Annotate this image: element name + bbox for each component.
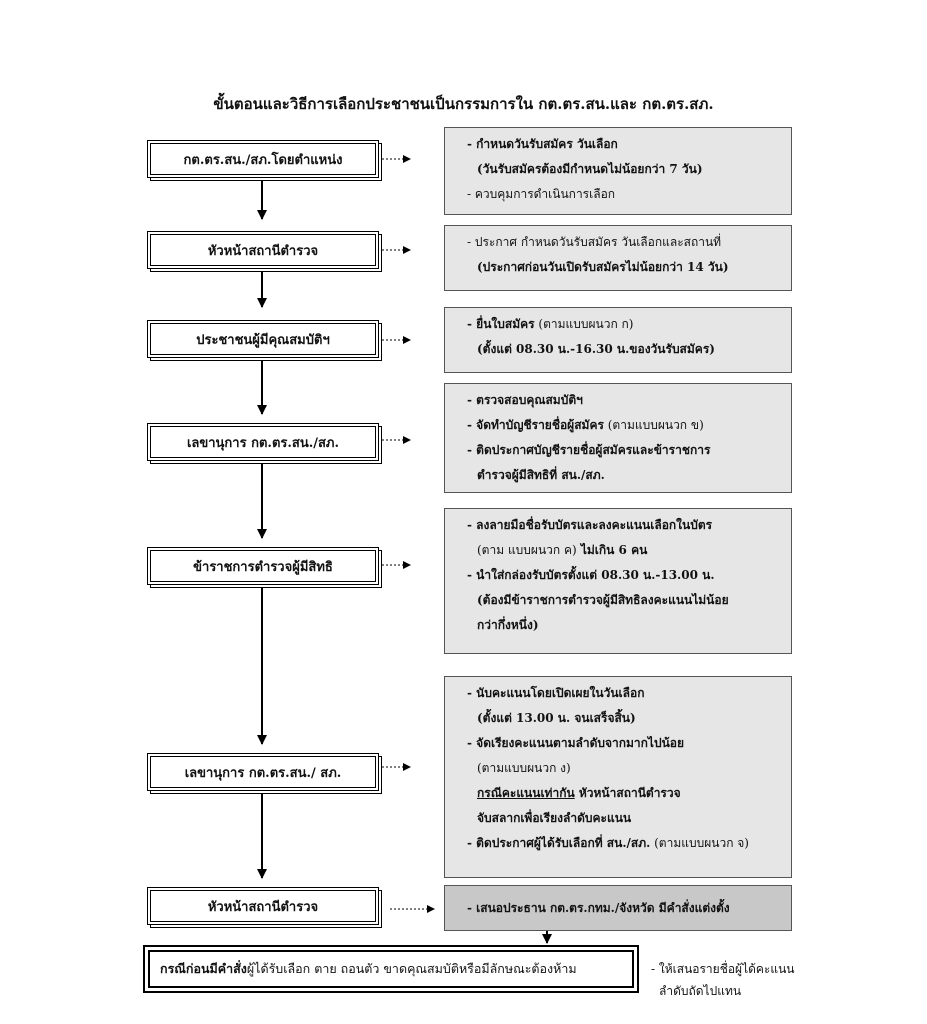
step-box-3: ประชาชนผู้มีคุณสมบัติฯ (147, 320, 379, 358)
note-line: - กำหนดวันรับสมัคร วันเลือก (467, 137, 618, 151)
step-label: หัวหน้าสถานีตำรวจ (207, 899, 319, 915)
step-box-7: หัวหน้าสถานีตำรวจ (147, 887, 379, 925)
step-label: หัวหน้าสถานีตำรวจ (207, 243, 319, 259)
note-line: - ยื่นใบสมัคร (467, 317, 535, 331)
note-line: - ลงลายมือชื่อรับบัตรและลงคะแนนเลือกในบั… (467, 518, 713, 532)
note-line: (ตามแบบผนวก ก) (534, 317, 634, 331)
note-box-5: - ลงลายมือชื่อรับบัตรและลงคะแนนเลือกในบั… (444, 508, 792, 654)
note-line: ไม่เกิน 6 คน (576, 543, 648, 557)
note-line: กรณีคะแนนเท่ากัน (477, 786, 575, 800)
note-line: (ตามแบบผนวก ข) (603, 418, 704, 432)
step-box-1: กต.ตร.สน./สภ.โดยตำแหน่ง (147, 140, 379, 178)
step-label: ประชาชนผู้มีคุณสมบัติฯ (196, 332, 330, 348)
note-line: (ตามแบบผนวก จ) (650, 836, 749, 850)
step-box-4: เลขานุการ กต.ตร.สน./สภ. (147, 423, 379, 461)
note-line: หัวหน้าสถานีตำรวจ (574, 786, 681, 800)
note-line: - ตรวจสอบคุณสมบัติฯ (467, 393, 583, 407)
step-label: เลขานุการ กต.ตร.สน./ สภ. (184, 765, 342, 781)
note-line: จับสลากเพื่อเรียงลำดับคะแนน (477, 811, 632, 825)
note-line: - ควบคุมการดำเนินการเลือก (467, 187, 616, 201)
side-note-line: - ให้เสนอรายชื่อผู้ได้คะแนน (651, 962, 795, 976)
note-line: (ต้องมีข้าราชการตำรวจผู้มีสิทธิลงคะแนนไม… (477, 593, 729, 607)
note-line: - จัดเรียงคะแนนตามลำดับจากมากไปน้อย (467, 736, 685, 750)
note-line: - นำใส่กล่องรับบัตรตั้งแต่ 08.30 น.-13.0… (467, 568, 715, 582)
note-line: กว่ากึ่งหนึ่ง) (477, 618, 539, 632)
note-line: (ตาม แบบผนวก ค) (477, 543, 577, 557)
note-box-2: - ประกาศ กำหนดวันรับสมัคร วันเลือกและสถา… (444, 225, 792, 291)
note-line: - ประกาศ กำหนดวันรับสมัคร วันเลือกและสถา… (467, 235, 722, 249)
note-line: (ตามแบบผนวก ง) (477, 761, 571, 775)
note-line: ตำรวจผู้มีสิทธิที่ สน./สภ. (477, 468, 605, 482)
note-line: (ตั้งแต่ 08.30 น.-16.30 น.ของวันรับสมัคร… (477, 342, 715, 356)
note-line: - ติดประกาศผู้ได้รับเลือกที่ สน./สภ. (467, 836, 651, 850)
page-title: ขั้นตอนและวิธีการเลือกประชาชนเป็นกรรมการ… (213, 95, 714, 113)
side-note-line: ลำดับถัดไปแทน (659, 984, 742, 998)
step-box-5: ข้าราชการตำรวจผู้มีสิทธิ (147, 547, 379, 585)
note-line: - จัดทำบัญชีรายชื่อผู้สมัคร (467, 418, 604, 432)
vertical-arrows (257, 176, 552, 944)
note-box-1: - กำหนดวันรับสมัคร วันเลือก (วันรับสมัคร… (444, 127, 792, 215)
side-note: - ให้เสนอรายชื่อผู้ได้คะแนน ลำดับถัดไปแท… (651, 958, 795, 1002)
final-bold-text: กรณีก่อนมีคำสั่ง (160, 961, 247, 976)
dotted-arrows (382, 155, 435, 913)
note-box-6: - นับคะแนนโดยเปิดเผยในวันเลือก (ตั้งแต่ … (444, 676, 792, 878)
final-text: ผู้ได้รับเลือก ตาย ถอนตัว ขาดคุณสมบัติหร… (246, 961, 577, 976)
final-box: กรณีก่อนมีคำสั่ง ผู้ได้รับเลือก ตาย ถอนต… (143, 945, 639, 993)
note-line: (ตั้งแต่ 13.00 น. จนเสร็จสิ้น) (477, 711, 636, 725)
note-line: - นับคะแนนโดยเปิดเผยในวันเลือก (467, 686, 645, 700)
step-label: กต.ตร.สน./สภ.โดยตำแหน่ง (183, 152, 343, 168)
note-line: - ติดประกาศบัญชีรายชื่อผู้สมัครและข้าราช… (467, 443, 711, 457)
step-box-2: หัวหน้าสถานีตำรวจ (147, 231, 379, 269)
note-box-4: - ตรวจสอบคุณสมบัติฯ - จัดทำบัญชีรายชื่อผ… (444, 383, 792, 493)
step-label: เลขานุการ กต.ตร.สน./สภ. (186, 435, 340, 451)
note-line: (วันรับสมัครต้องมีกำหนดไม่น้อยกว่า 7 วัน… (477, 162, 703, 176)
step-label: ข้าราชการตำรวจผู้มีสิทธิ (193, 559, 333, 575)
note-box-3: - ยื่นใบสมัคร (ตามแบบผนวก ก) (ตั้งแต่ 08… (444, 307, 792, 373)
step-box-6: เลขานุการ กต.ตร.สน./ สภ. (147, 753, 379, 791)
note-box-7: - เสนอประธาน กต.ตร.กทม./จังหวัด มีคำสั่ง… (444, 885, 792, 931)
note-line: - เสนอประธาน กต.ตร.กทม./จังหวัด มีคำสั่ง… (467, 901, 730, 915)
note-line: (ประกาศก่อนวันเปิดรับสมัครไม่น้อยกว่า 14… (477, 260, 729, 274)
